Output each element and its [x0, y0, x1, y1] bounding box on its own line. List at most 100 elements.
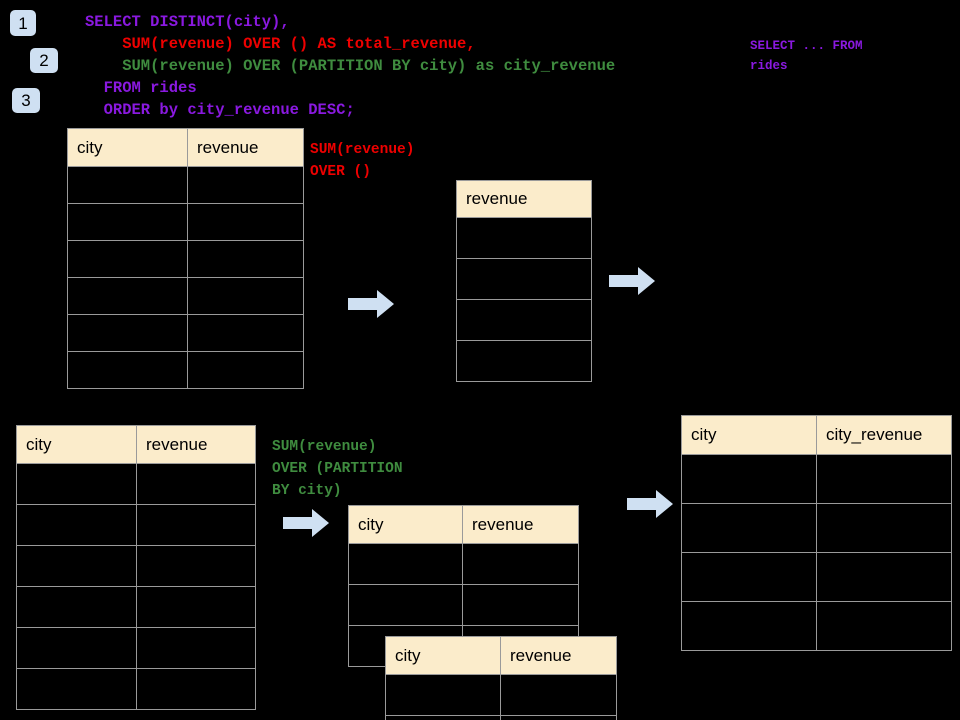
table-row — [67, 240, 304, 278]
sql-line-5: ORDER by city_revenue DESC; — [85, 101, 355, 119]
table-cell — [16, 627, 137, 669]
table-cell — [187, 277, 304, 315]
column-header-city_revenue: city_revenue — [816, 415, 952, 455]
table-cell — [816, 601, 952, 651]
table-row — [456, 340, 592, 382]
table-cell — [462, 584, 579, 626]
table-row — [681, 454, 952, 504]
sql-line-1: SELECT DISTINCT(city), — [85, 13, 290, 31]
sql-line-3: SUM(revenue) OVER (PARTITION BY city) as… — [85, 57, 616, 75]
table-cell — [348, 584, 463, 626]
table-cell — [16, 463, 137, 505]
table-cell — [348, 543, 463, 585]
column-header-city: city — [348, 505, 463, 544]
column-header-city: city — [681, 415, 817, 455]
table-cell — [67, 240, 188, 278]
table-row — [16, 463, 256, 505]
arrow-rides-to-partition — [283, 509, 329, 537]
table-cell — [136, 668, 256, 710]
table-cell — [816, 503, 952, 553]
table-row — [681, 552, 952, 602]
table-cell — [136, 586, 256, 628]
table-row — [385, 715, 617, 720]
table-cell — [456, 340, 592, 382]
table-cell — [385, 715, 501, 720]
table-row — [67, 166, 304, 204]
sql-line-2: SUM(revenue) OVER () AS total_revenue, — [85, 35, 476, 53]
table-cell — [187, 203, 304, 241]
table-cell — [136, 627, 256, 669]
table-row — [16, 586, 256, 628]
table-cell — [67, 314, 188, 352]
table-row — [456, 217, 592, 259]
table-cell — [187, 166, 304, 204]
table-cell — [681, 503, 817, 553]
column-header-revenue: revenue — [136, 425, 256, 464]
table-cell — [456, 217, 592, 259]
table-row — [385, 674, 617, 716]
table-row — [456, 299, 592, 341]
table-cell — [187, 351, 304, 389]
arrow-total-to-result — [609, 267, 655, 295]
sql-query-code: SELECT DISTINCT(city), SUM(revenue) OVER… — [85, 11, 615, 121]
table-row — [67, 277, 304, 315]
step-badge-2: 2 — [30, 48, 58, 73]
table-header-row: revenue — [456, 180, 592, 218]
table-cell — [456, 258, 592, 300]
sql-line-4: FROM rides — [85, 79, 197, 97]
table-cell — [816, 454, 952, 504]
table-row — [348, 543, 579, 585]
table-cell — [681, 552, 817, 602]
table-row — [16, 627, 256, 669]
column-header-revenue: revenue — [500, 636, 617, 675]
table-cell — [385, 674, 501, 716]
arrow-partition-to-result — [627, 490, 673, 518]
step-badge-3: 3 — [12, 88, 40, 113]
table-cell — [67, 277, 188, 315]
table-cell — [16, 504, 137, 546]
table-row — [16, 545, 256, 587]
column-header-city: city — [385, 636, 501, 675]
table-cell — [16, 545, 137, 587]
table-cell — [136, 545, 256, 587]
table-cell — [67, 203, 188, 241]
table-cell — [67, 351, 188, 389]
table-cell — [136, 504, 256, 546]
step-badge-1: 1 — [10, 10, 36, 36]
table-cell — [16, 586, 137, 628]
table-cell — [67, 166, 188, 204]
table-cell — [681, 601, 817, 651]
table-cell — [500, 674, 617, 716]
table-cell — [187, 240, 304, 278]
column-header-city: city — [16, 425, 137, 464]
column-header-revenue: revenue — [187, 128, 304, 167]
table-cell — [187, 314, 304, 352]
table-cell — [456, 299, 592, 341]
table-cell — [500, 715, 617, 720]
table-row — [16, 668, 256, 710]
table-row — [16, 504, 256, 546]
caption-total-revenue: SUM(revenue) OVER () — [310, 142, 415, 180]
table-cell — [16, 668, 137, 710]
table-row — [67, 203, 304, 241]
arrow-rides-to-total — [348, 290, 394, 318]
table-row — [67, 314, 304, 352]
column-header-revenue: revenue — [456, 180, 592, 218]
column-header-revenue: revenue — [462, 505, 579, 544]
table-cell — [462, 543, 579, 585]
column-header-city: city — [67, 128, 188, 167]
table-total-revenue: revenue — [456, 180, 592, 382]
table-cell — [136, 463, 256, 505]
table-row — [456, 258, 592, 300]
table-row — [348, 584, 579, 626]
